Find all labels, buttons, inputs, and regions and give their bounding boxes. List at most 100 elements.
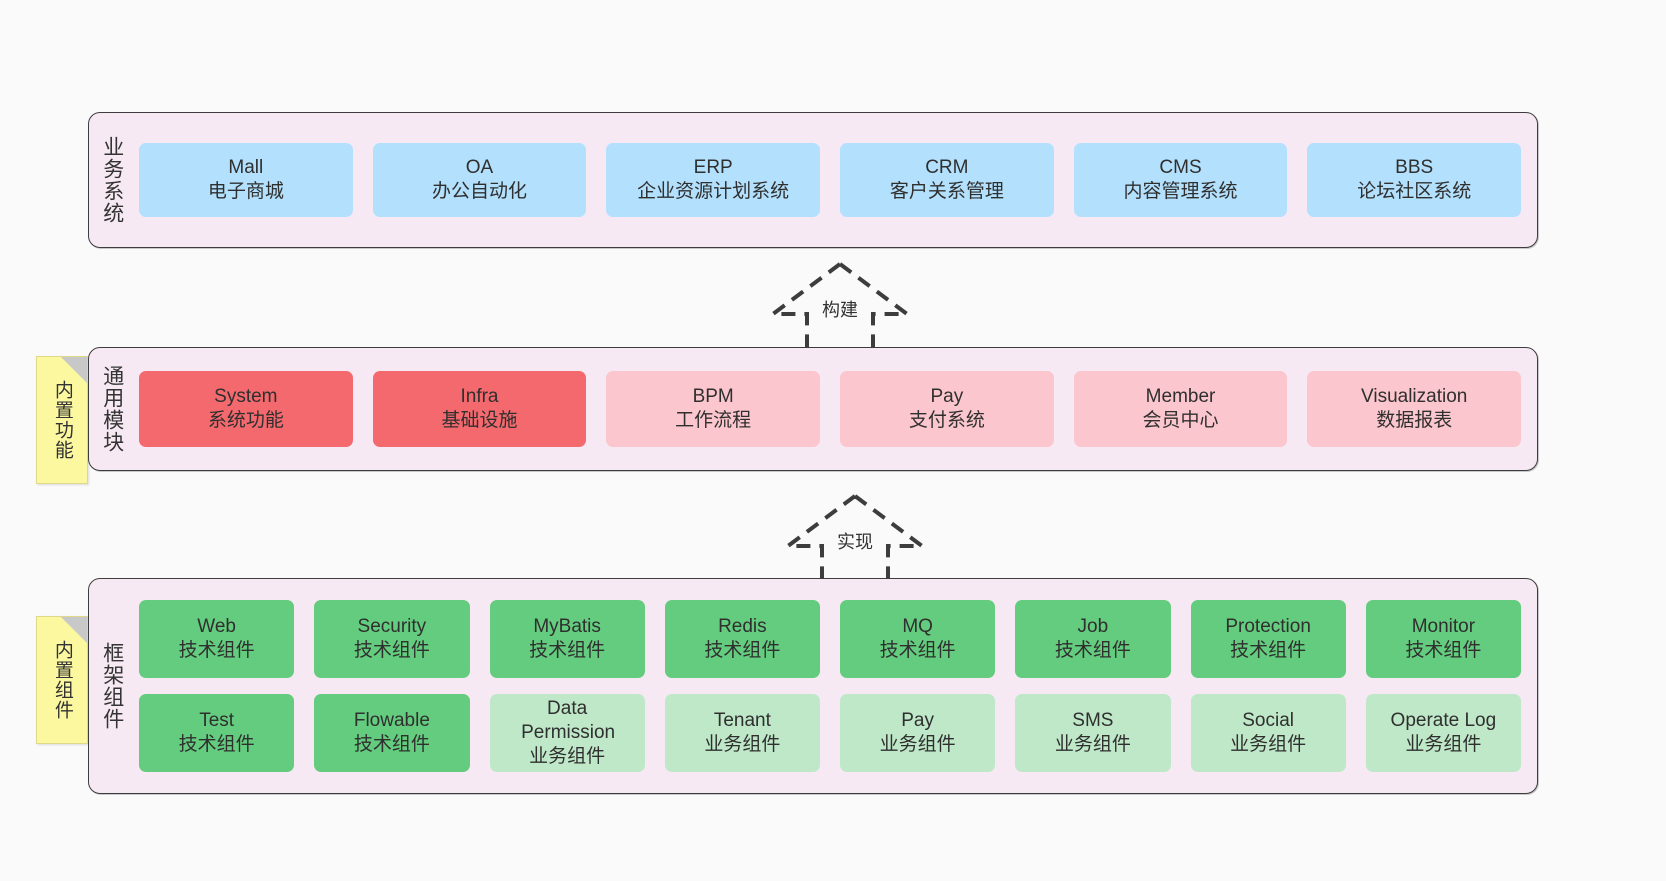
cell-title-cn: 技术组件	[529, 640, 606, 661]
cell-title-en: Pay	[901, 709, 934, 731]
sticky-note-builtin-component: 内置组件	[36, 616, 88, 744]
cell-title-en: Monitor	[1411, 615, 1476, 637]
note-fold-corner	[61, 617, 87, 643]
cell-test[interactable]: Test 技术组件	[139, 694, 295, 772]
cell-member[interactable]: Member 会员中心	[1073, 371, 1288, 447]
cell-bpm[interactable]: BPM 工作流程	[606, 371, 821, 447]
cell-infra[interactable]: Infra 基础设施	[372, 371, 587, 447]
cell-title-en: SMS	[1072, 709, 1114, 731]
sticky-note-label: 内置功能	[51, 380, 73, 460]
cell-system[interactable]: System 系统功能	[139, 371, 353, 447]
connector-build: 构建	[755, 258, 925, 358]
cell-title-en: ERP	[693, 156, 733, 178]
cell-title-cn: 技术组件	[1405, 640, 1482, 661]
cell-row: Web 技术组件 Security 技术组件 MyBatis 技术组件 Redi…	[139, 600, 1521, 678]
cell-title-en: BPM	[692, 385, 734, 407]
cell-pay-business[interactable]: Pay 业务组件	[840, 694, 996, 772]
cell-title-cn: 技术组件	[704, 640, 781, 661]
layer-title-framework-component: 框架组件	[100, 642, 124, 730]
cell-title-cn: 内容管理系统	[1123, 181, 1238, 202]
cell-title-en: MQ	[902, 615, 933, 637]
sticky-note-builtin-function: 内置功能	[36, 356, 88, 484]
cell-row: Mall 电子商城 OA 办公自动化 ERP 企业资源计划系统 CRM 客户关系…	[139, 143, 1522, 217]
cell-pay[interactable]: Pay 支付系统	[840, 371, 1054, 447]
cell-title-en: System	[214, 385, 278, 407]
cell-sms[interactable]: SMS 业务组件	[1015, 694, 1171, 772]
connector-label-implement: 实现	[837, 532, 873, 552]
cell-title-cn: 业务组件	[704, 734, 781, 755]
cell-title-en: Job	[1077, 615, 1109, 637]
layer-body-business-system: Mall 电子商城 OA 办公自动化 ERP 企业资源计划系统 CRM 客户关系…	[135, 113, 1537, 247]
cell-web[interactable]: Web 技术组件	[139, 600, 295, 678]
cell-title-cn: 技术组件	[178, 734, 255, 755]
cell-cms[interactable]: CMS 内容管理系统	[1073, 143, 1288, 217]
cell-title-cn: 技术组件	[1230, 640, 1307, 661]
layer-business-system[interactable]: 业务系统 Mall 电子商城 OA 办公自动化 ERP 企业资源计划系统 CRM…	[88, 112, 1538, 248]
cell-job[interactable]: Job 技术组件	[1015, 600, 1171, 678]
cell-title-cn: 基础设施	[441, 410, 518, 431]
cell-title-cn: 业务组件	[1405, 734, 1482, 755]
sticky-note-label: 内置组件	[51, 640, 73, 720]
cell-title-cn: 技术组件	[879, 640, 956, 661]
cell-title-cn: 系统功能	[207, 410, 284, 431]
cell-title-en: Web	[197, 615, 236, 637]
cell-title-en: Test	[199, 709, 235, 731]
cell-bbs[interactable]: BBS 论坛社区系统	[1307, 143, 1522, 217]
cell-visualization[interactable]: Visualization 数据报表	[1307, 371, 1522, 447]
cell-title-cn: 工作流程	[675, 410, 752, 431]
connector-label-build: 构建	[822, 300, 858, 320]
cell-title-cn: 企业资源计划系统	[637, 181, 790, 202]
cell-title-en: Redis	[718, 615, 767, 637]
cell-title-en: BBS	[1395, 156, 1434, 178]
cell-title-en: Data Permission	[521, 697, 616, 743]
cell-redis[interactable]: Redis 技术组件	[664, 600, 820, 678]
cell-title-cn: 业务组件	[879, 734, 956, 755]
cell-title-en: Tenant	[713, 709, 771, 731]
cell-title-en: Member	[1145, 385, 1216, 407]
cell-operate-log[interactable]: Operate Log 业务组件	[1365, 694, 1521, 772]
cell-title-cn: 客户关系管理	[889, 181, 1004, 202]
cell-erp[interactable]: ERP 企业资源计划系统	[606, 143, 821, 217]
cell-social[interactable]: Social 业务组件	[1190, 694, 1346, 772]
cell-title-cn: 业务组件	[529, 746, 606, 768]
cell-data-permission[interactable]: Data Permission 业务组件	[489, 694, 645, 772]
cell-title-cn: 数据报表	[1376, 410, 1453, 431]
layer-title-business-system: 业务系统	[100, 136, 124, 224]
cell-title-cn: 技术组件	[1054, 640, 1131, 661]
cell-tenant[interactable]: Tenant 业务组件	[664, 694, 820, 772]
cell-row: Test 技术组件 Flowable 技术组件 Data Permission …	[139, 694, 1521, 772]
cell-protection[interactable]: Protection 技术组件	[1190, 600, 1346, 678]
cell-title-cn: 办公自动化	[432, 181, 528, 202]
cell-title-en: Infra	[460, 385, 499, 407]
cell-flowable[interactable]: Flowable 技术组件	[314, 694, 470, 772]
cell-title-cn: 会员中心	[1142, 410, 1219, 431]
cell-oa[interactable]: OA 办公自动化	[372, 143, 587, 217]
cell-title-cn: 技术组件	[353, 734, 430, 755]
cell-title-en: Operate Log	[1390, 709, 1497, 731]
cell-mq[interactable]: MQ 技术组件	[840, 600, 996, 678]
cell-security[interactable]: Security 技术组件	[314, 600, 470, 678]
cell-title-en: Social	[1242, 709, 1294, 731]
cell-title-en: Mall	[228, 156, 264, 178]
cell-title-cn: 技术组件	[178, 640, 255, 661]
connector-implement: 实现	[770, 490, 940, 590]
cell-crm[interactable]: CRM 客户关系管理	[840, 143, 1054, 217]
cell-mall[interactable]: Mall 电子商城	[139, 143, 353, 217]
cell-title-en: CMS	[1159, 156, 1202, 178]
layer-framework-component[interactable]: 框架组件 Web 技术组件 Security 技术组件 MyBatis 技术组件…	[88, 578, 1538, 794]
cell-title-en: Visualization	[1361, 385, 1468, 407]
cell-title-en: Pay	[930, 385, 964, 407]
layer-common-module[interactable]: 通用模块 System 系统功能 Infra 基础设施 BPM 工作流程 Pay…	[88, 347, 1538, 471]
cell-title-cn: 支付系统	[908, 410, 985, 431]
cell-row: System 系统功能 Infra 基础设施 BPM 工作流程 Pay 支付系统…	[139, 371, 1522, 447]
cell-title-en: Security	[357, 615, 427, 637]
layer-body-framework-component: Web 技术组件 Security 技术组件 MyBatis 技术组件 Redi…	[135, 579, 1537, 793]
layer-body-common-module: System 系统功能 Infra 基础设施 BPM 工作流程 Pay 支付系统…	[135, 348, 1537, 470]
cell-title-cn: 业务组件	[1230, 734, 1307, 755]
cell-title-cn: 论坛社区系统	[1357, 181, 1472, 202]
cell-mybatis[interactable]: MyBatis 技术组件	[489, 600, 645, 678]
cell-title-en: Flowable	[353, 709, 430, 731]
cell-monitor[interactable]: Monitor 技术组件	[1365, 600, 1521, 678]
cell-title-cn: 技术组件	[353, 640, 430, 661]
